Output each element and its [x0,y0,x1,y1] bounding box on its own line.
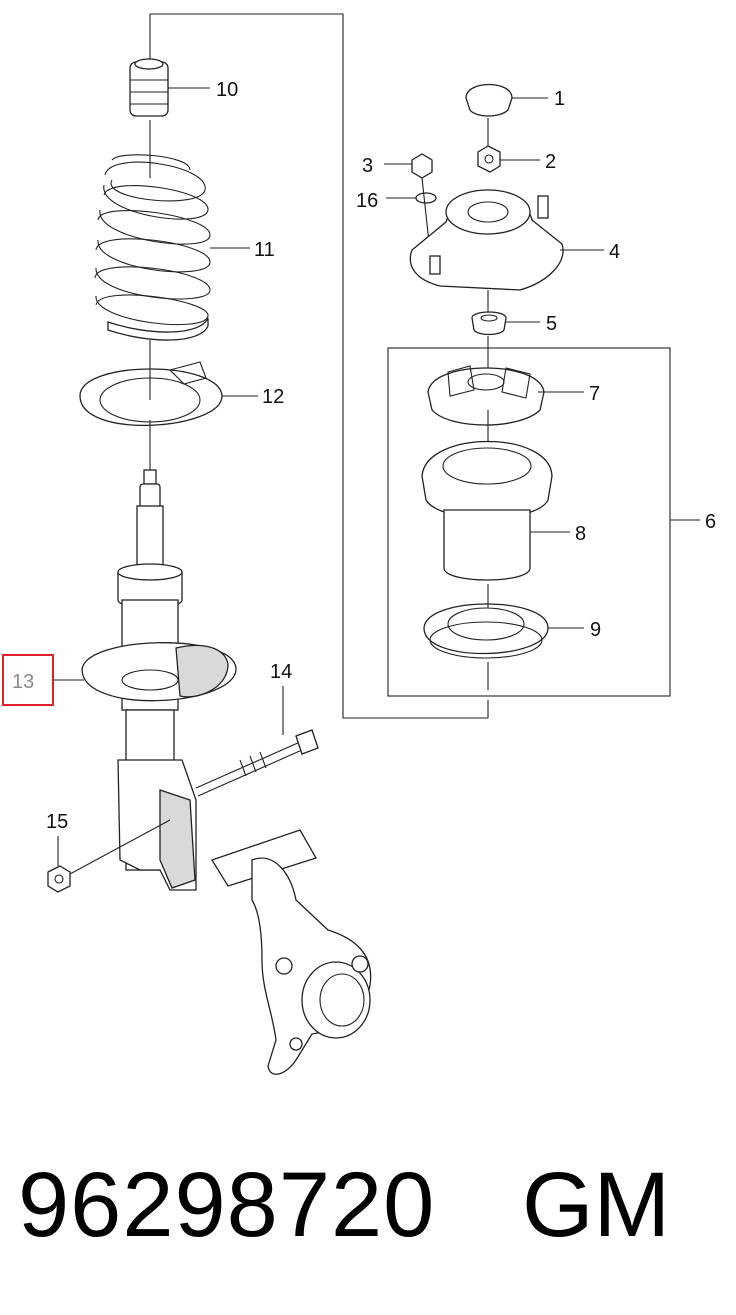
callout-13-highlight-box [2,654,54,706]
part-7-bearing [427,365,545,426]
callout-6: 6 [705,511,716,533]
callout-3: 3 [362,155,373,177]
footer: 96298720 GM [0,1150,736,1260]
part-6-kit-box [387,347,671,697]
part-8-dust-boot [421,441,553,581]
brand-label: GM [522,1154,671,1256]
assembly-connector-line [149,13,489,719]
part-3-nut [411,153,433,179]
callout-10: 10 [216,79,238,101]
callout-7: 7 [589,383,600,405]
callout-8: 8 [575,523,586,545]
callout-4: 4 [609,241,620,263]
part-10-bump-stop [129,58,169,117]
callout-14: 14 [270,661,292,683]
part-15-nut [47,865,71,893]
part-12-spring-seat [79,361,223,427]
part-16-washer [415,192,437,204]
part-1-cap [465,83,513,117]
callout-12: 12 [262,386,284,408]
callout-2: 2 [545,151,556,173]
callout-9: 9 [590,619,601,641]
part-14-bolt [195,729,319,797]
part-4-strut-mount [409,189,564,291]
callout-16: 16 [356,190,378,212]
part-5-bushing [471,311,507,336]
part-2-nut [477,145,501,173]
callout-11: 11 [254,239,275,261]
callout-15: 15 [46,811,68,833]
callout-1: 1 [554,88,565,110]
callout-13: 13 [12,671,34,693]
strut-assembly-diagram: 1 2 3 16 4 5 7 6 8 9 10 11 12 14 15 13 [2,13,716,1075]
part-13-lower-spring-seat [81,642,237,702]
callout-5: 5 [546,313,557,335]
part-11-coil-spring [94,154,211,341]
steering-knuckle [211,829,372,1075]
part-number: 96298720 [18,1154,436,1256]
part-9-rubber-ring [423,603,549,659]
